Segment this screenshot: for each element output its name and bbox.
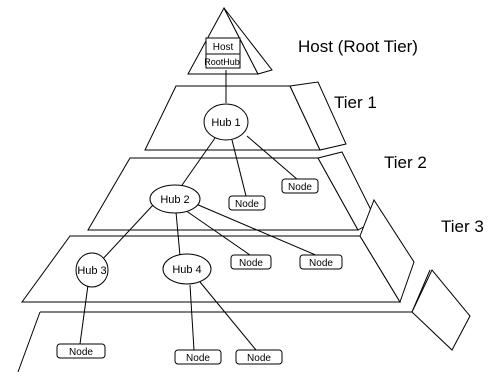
node-tier3-c: Node [235, 349, 283, 365]
hub-3-label: Hub 3 [77, 265, 106, 277]
node-tier3-b-label: Node [186, 353, 210, 364]
node-tier3-c-label: Node [247, 353, 271, 364]
node-tier2-label: Node [235, 199, 259, 210]
hub-1: Hub 1 [203, 103, 249, 141]
tier1-label: Tier 1 [334, 93, 377, 112]
node-tier3-a-label: Node [69, 347, 93, 358]
node-tier2: Node [228, 195, 266, 211]
node-tier2-b-label: Node [239, 258, 263, 269]
root-hub-label: RootHub [204, 57, 240, 67]
host-box: Host RootHub [204, 37, 241, 69]
node-tier1: Node [281, 178, 319, 194]
tier3-label: Tier 3 [441, 217, 484, 236]
hub-2: Hub 2 [149, 184, 201, 214]
node-tier3-a: Node [56, 343, 106, 359]
host-tier-label: Host (Root Tier) [298, 37, 418, 56]
tier2-frustum [87, 151, 377, 231]
connection-lines [79, 70, 319, 351]
node-tier2-c: Node [299, 254, 343, 270]
node-tier2-b: Node [230, 254, 272, 270]
node-tier1-label: Node [288, 182, 312, 193]
hub-4: Hub 4 [162, 253, 212, 285]
node-tier2-c-label: Node [309, 258, 333, 269]
hub-2-label: Hub 2 [160, 194, 189, 206]
node-tier3-b: Node [174, 349, 222, 365]
hub-4-label: Hub 4 [172, 264, 201, 276]
tier2-label: Tier 2 [384, 153, 427, 172]
hub-1-label: Hub 1 [211, 117, 240, 129]
base-slab [17, 269, 471, 373]
host-label: Host [213, 42, 234, 53]
hub-3: Hub 3 [75, 252, 109, 288]
